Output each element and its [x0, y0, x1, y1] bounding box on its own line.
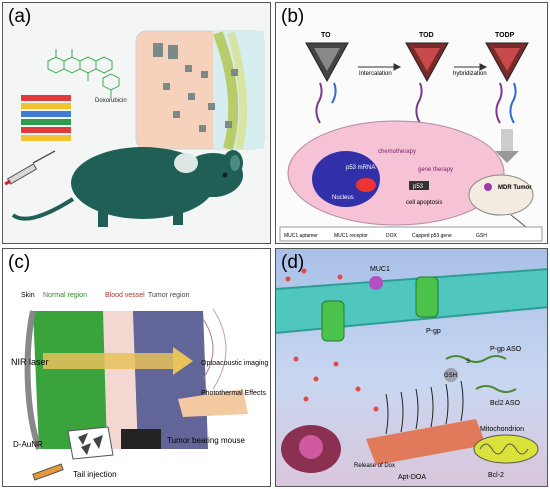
- panel-d-label: (d): [281, 252, 305, 273]
- process-label-gene-therapy: gene therapy: [418, 167, 453, 173]
- dna-origami-left: [21, 95, 71, 141]
- tissue-label-tumor: Tumor region: [148, 292, 189, 299]
- step-arrows: [358, 63, 488, 71]
- dox-particles: [285, 268, 379, 412]
- down-arrow-icon: [495, 129, 519, 163]
- tumor-label: MDR Tumor: [498, 185, 532, 191]
- tissue-section: [24, 310, 208, 450]
- panel-a: (a) Doxorubicin: [2, 2, 271, 244]
- panel-a-illustration: Doxorubicin: [4, 30, 265, 227]
- effect-label-photothermal: Photothermal Effects: [201, 390, 266, 397]
- effect-label-optoacoustic: Optoacoustic imaging: [201, 360, 268, 367]
- structure-label-to: TO: [321, 32, 331, 39]
- tumor-cell: [287, 120, 505, 226]
- p53-badge: [409, 181, 429, 190]
- mitochondrion: [473, 434, 539, 464]
- panel-c: (c) Skin Normal region Blood vessel Tumo…: [2, 248, 271, 487]
- pump-label: P-gp: [426, 328, 441, 335]
- legend-item-dox: DOX: [386, 233, 398, 239]
- protein-label: Bcl-2: [488, 472, 504, 479]
- panel-c-illustration: Skin Normal region Blood vessel Tumor re…: [11, 292, 268, 481]
- process-label-chemotherapy: chemotherapy: [378, 149, 416, 155]
- injection-label: Tail injection: [73, 470, 117, 479]
- panel-d: (d) MUC1 P-gp Ap: [275, 248, 548, 487]
- structure-label-todp: TODP: [495, 32, 515, 39]
- tissue-label-normal: Normal region: [43, 292, 87, 299]
- receptor-label: MUC1: [370, 266, 390, 273]
- to-structure: [305, 42, 349, 124]
- tissue-label-vessel: Blood vessel: [105, 292, 145, 299]
- release-label: Release of Dox: [354, 463, 395, 469]
- aso-label-bcl2: Bcl2 ASO: [490, 400, 521, 407]
- legend-item-gsh: GSH: [476, 233, 487, 239]
- structure-label-tod: TOD: [419, 32, 434, 39]
- cell-membrane: [276, 268, 547, 334]
- bcl2-aso-strand: [475, 385, 517, 393]
- syringe-icon: [4, 150, 56, 186]
- legend-item-p53-gene: Capped p53 gene: [412, 233, 452, 239]
- acoustic-wave-outer: [212, 308, 227, 390]
- panel-d-illustration: MUC1 P-gp Apt-DOA P-gp ASO Bcl2 ASO S GS…: [276, 266, 547, 481]
- drug-name: Doxorubicin: [95, 98, 127, 104]
- acoustic-wave: [202, 318, 214, 380]
- legend-item-muc1-receptor: MUC1 receptor: [334, 233, 368, 239]
- dna-nanostructures: [153, 43, 238, 132]
- muc1-receptor-icon: [369, 276, 383, 290]
- aso-label-pgp: P-gp ASO: [490, 346, 522, 353]
- panel-b-illustration: TO TOD TODP Intercalation hybridization …: [279, 32, 543, 242]
- thermal-arrow: [178, 389, 248, 417]
- cell-label-p53: p53: [413, 184, 424, 190]
- carrier-label: Apt-DOA: [398, 474, 426, 481]
- panel-a-label: (a): [8, 6, 32, 27]
- panel-c-label: (c): [8, 252, 31, 273]
- nanorod-inset: [67, 426, 114, 460]
- step-label-hybridization: hybridization: [453, 71, 487, 77]
- panel-b-label: (b): [281, 6, 305, 27]
- doxorubicin-molecule: [47, 49, 120, 98]
- mouse-label: Tumor bearing mouse: [167, 436, 246, 445]
- organelle-label: Mitochondrion: [480, 426, 524, 433]
- tumor-tissue-inset: [135, 30, 265, 151]
- mouse-icon: [468, 174, 534, 232]
- pgp-pump: [321, 276, 439, 342]
- mouse-photo: [121, 429, 161, 449]
- pgp-aso-strand: [445, 355, 507, 363]
- ss-label: S: [466, 359, 470, 365]
- gsh-icon: [444, 368, 458, 382]
- legend: [279, 226, 543, 242]
- cell-body-icon: [281, 425, 341, 473]
- step-label-intercalation: Intercalation: [359, 71, 392, 77]
- legend-item-muc1-aptamer: MUC1 aptamer: [284, 233, 318, 239]
- laser-label: NIR laser: [11, 357, 49, 367]
- laser-arrow: [43, 347, 193, 375]
- todp-structure: [485, 42, 529, 124]
- mouse-silhouette: [11, 147, 243, 227]
- cell-label-apoptosis: cell apoptosis: [406, 200, 442, 206]
- gsh-label: GSH: [444, 373, 457, 379]
- apt-doa-structure: [366, 380, 486, 465]
- syringe-icon: [32, 463, 64, 481]
- particle-label: D-AuNR: [13, 440, 43, 449]
- tod-structure: [405, 42, 449, 124]
- panel-b: (b) TO TOD TODP Intercalation hybrid: [275, 2, 548, 244]
- cell-label-nucleus: Nucleus: [332, 195, 354, 201]
- cell-label-p53-mrna: p53 mRNA: [346, 165, 375, 171]
- tissue-label-skin: Skin: [21, 292, 35, 299]
